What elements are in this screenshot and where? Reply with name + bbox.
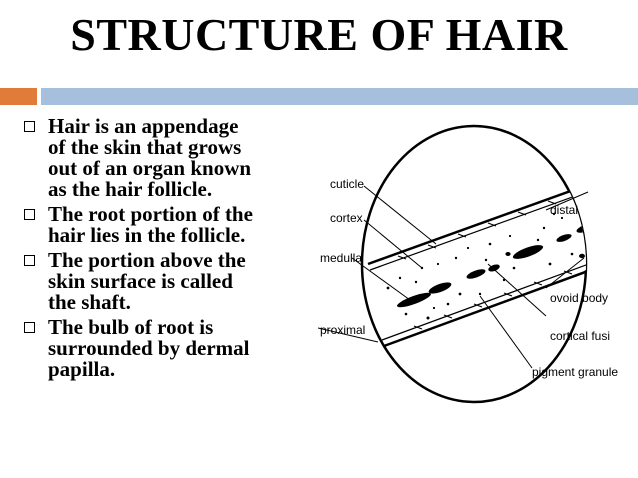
bullet-item: The bulb of root is surrounded by dermal… (24, 317, 316, 380)
label-cortical-fusi: cortical fusi (550, 329, 610, 343)
label-cortex: cortex (330, 211, 363, 225)
bullet-list: Hair is an appendage of the skin that gr… (24, 116, 316, 384)
label-pigment-granule: pigment granule (532, 365, 618, 379)
label-medulla: medulla (320, 251, 362, 265)
cuticle-lower-line (383, 258, 586, 348)
bullet-item: Hair is an appendage of the skin that gr… (24, 116, 316, 200)
cuticle-upper-line (367, 182, 586, 266)
bullet-item: The portion above the skin surface is ca… (24, 250, 316, 313)
ovoid-body (505, 252, 511, 256)
bullet-line: surrounded by dermal (48, 336, 250, 360)
cuticle-scales (397, 200, 573, 330)
bullet-line: The root portion of the (48, 202, 253, 226)
slide-title: STRUCTURE OF HAIR (70, 9, 568, 60)
square-bullet-icon (24, 322, 35, 333)
bullet-line: Hair is an appendage (48, 114, 239, 138)
accent-bar-blue (41, 88, 638, 105)
bullet-line: the shaft. (48, 290, 131, 314)
bullet-line: as the hair follicle. (48, 177, 213, 201)
bullet-line: papilla. (48, 357, 116, 381)
bullet-line: hair lies in the follicle. (48, 223, 246, 247)
bullet-line: of the skin that grows (48, 135, 242, 159)
bullet-item: The root portion of the hair lies in the… (24, 204, 316, 246)
cuticle-lower-inner-line (381, 253, 586, 341)
label-cuticle: cuticle (330, 177, 364, 191)
accent-bar-orange (0, 88, 37, 105)
hair-shaft (368, 186, 586, 344)
label-distal: distal (550, 203, 578, 217)
medulla (397, 223, 586, 308)
leader-lines (318, 185, 589, 369)
ovoid-body (579, 253, 585, 259)
label-proximal: proximal (320, 323, 365, 337)
square-bullet-icon (24, 121, 35, 132)
bullet-line: The bulb of root is (48, 315, 214, 339)
label-ovoid-body: ovoid body (550, 291, 608, 305)
square-bullet-icon (24, 255, 35, 266)
bullet-line: skin surface is called (48, 269, 233, 293)
square-bullet-icon (24, 209, 35, 220)
hair-structure-diagram: cuticle cortex medulla proximal distal o… (318, 124, 618, 404)
bullet-line: out of an organ known (48, 156, 252, 180)
bullet-line: The portion above the (48, 248, 246, 272)
